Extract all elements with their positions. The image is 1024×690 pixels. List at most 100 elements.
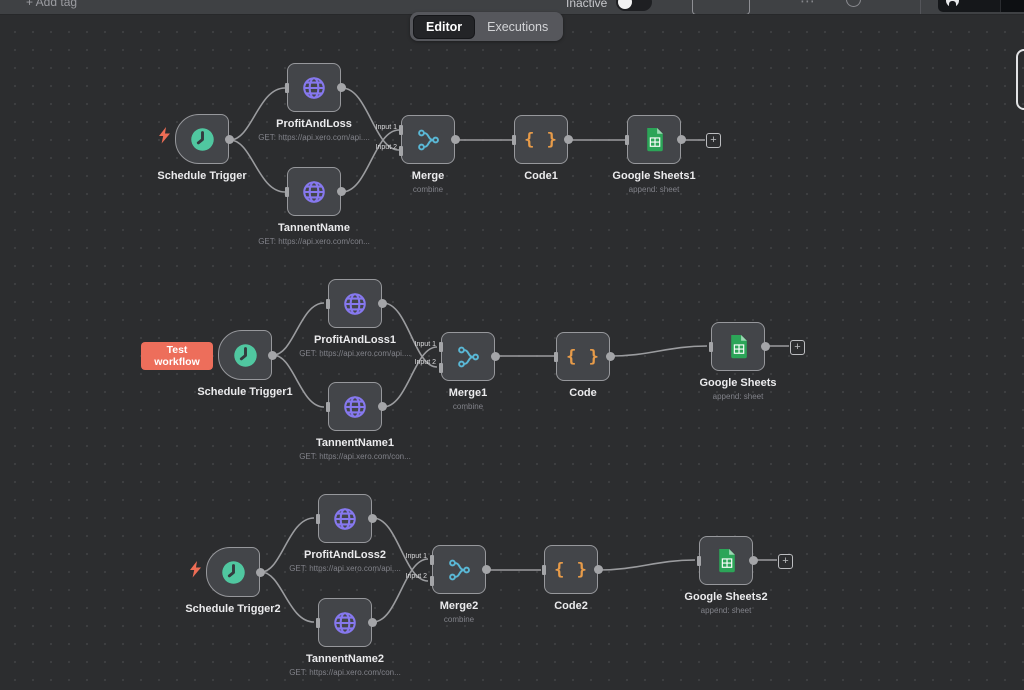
input-port[interactable] [326, 401, 330, 412]
help-icon[interactable] [846, 0, 861, 7]
node-box[interactable] [625, 115, 686, 164]
output-port[interactable] [606, 352, 615, 361]
node-box[interactable] [326, 382, 387, 431]
output-port[interactable] [594, 565, 603, 574]
output-port[interactable] [268, 350, 277, 360]
output-port[interactable] [451, 135, 460, 144]
node-title: Schedule Trigger [157, 170, 247, 182]
add-node-button[interactable]: + [790, 340, 805, 355]
output-port[interactable] [491, 352, 500, 361]
output-port[interactable] [225, 134, 234, 144]
add-node-button[interactable]: + [706, 133, 721, 148]
node-code1[interactable]: { } Code1 [512, 115, 573, 182]
node-box[interactable] [439, 332, 500, 381]
node-box[interactable] [285, 167, 346, 216]
node-title: Schedule Trigger1 [197, 386, 293, 398]
output-port[interactable] [337, 83, 346, 92]
canvas-controls-panel[interactable] [1016, 49, 1024, 110]
globe-icon [334, 611, 356, 634]
node-box[interactable] [218, 330, 277, 380]
globe-icon [344, 292, 366, 315]
node-box[interactable]: { } [542, 545, 603, 594]
node-box[interactable] [316, 494, 377, 543]
node-box[interactable] [316, 598, 377, 647]
node-box[interactable] [206, 547, 265, 597]
node-box[interactable] [709, 322, 770, 371]
node-box[interactable] [399, 115, 460, 164]
input-port-2[interactable] [430, 576, 434, 586]
output-port[interactable] [378, 299, 387, 308]
globe-icon [303, 180, 325, 203]
input-port-2[interactable] [399, 146, 403, 156]
input-port[interactable] [326, 298, 330, 309]
merge-icon [458, 346, 479, 367]
input-port-1[interactable] [430, 555, 434, 565]
input-port[interactable] [709, 341, 713, 352]
node-box[interactable] [430, 545, 491, 594]
node-code[interactable]: { } Code [554, 332, 615, 399]
test-workflow-button[interactable]: Test workflow [141, 342, 213, 370]
input-port[interactable] [285, 186, 289, 197]
node-title: ProfitAndLoss2 [304, 549, 386, 561]
tab-executions[interactable]: Executions [487, 19, 549, 34]
node-box[interactable]: { } [512, 115, 573, 164]
input-port[interactable] [285, 82, 289, 93]
input-port[interactable] [316, 513, 320, 524]
node-box[interactable] [175, 114, 234, 164]
node-title: TannentName1 [315, 437, 395, 449]
node-title: TannentName [278, 222, 350, 234]
output-port[interactable] [368, 618, 377, 627]
merge-input1-label: Input 1 [375, 124, 397, 131]
input-port-2[interactable] [439, 363, 443, 373]
input-port[interactable] [697, 555, 701, 566]
output-port[interactable] [482, 565, 491, 574]
input-port[interactable] [542, 564, 546, 575]
output-port[interactable] [677, 135, 686, 144]
node-schedule-trigger[interactable]: Schedule Trigger [157, 114, 247, 182]
node-box[interactable] [285, 63, 346, 112]
clock-icon [190, 127, 214, 151]
node-box[interactable] [326, 279, 387, 328]
node-subtitle: combine [452, 402, 484, 411]
output-port[interactable] [368, 514, 377, 523]
output-port[interactable] [749, 556, 758, 565]
view-tabs: Editor Executions [410, 12, 564, 41]
output-port[interactable] [761, 342, 770, 351]
output-port[interactable] [564, 135, 573, 144]
more-options-icon[interactable]: ⋯ [800, 0, 817, 10]
input-port[interactable] [554, 351, 558, 362]
tab-editor[interactable]: Editor [413, 14, 476, 39]
add-tag-button[interactable]: + Add tag [26, 0, 78, 9]
input-port[interactable] [316, 617, 320, 628]
input-port[interactable] [625, 134, 629, 145]
node-schedule-trigger2[interactable]: Schedule Trigger2 [185, 547, 281, 615]
input-port[interactable] [512, 134, 516, 145]
add-node-button[interactable]: + [778, 554, 793, 569]
node-box[interactable] [697, 536, 758, 585]
input-port-1[interactable] [439, 342, 443, 352]
node-code2[interactable]: { } Code2 [542, 545, 603, 612]
share-button[interactable] [692, 0, 750, 14]
output-port[interactable] [256, 567, 265, 577]
github-star-count[interactable] [1000, 0, 1024, 12]
output-port[interactable] [337, 187, 346, 196]
node-schedule-trigger1[interactable]: Schedule Trigger1 [197, 330, 293, 398]
merge-input1-label: Input 1 [414, 341, 436, 348]
input-port-1[interactable] [399, 125, 403, 135]
github-star-widget[interactable] [938, 0, 1024, 12]
active-toggle[interactable] [616, 0, 652, 11]
output-port[interactable] [378, 402, 387, 411]
node-box[interactable]: { } [554, 332, 615, 381]
